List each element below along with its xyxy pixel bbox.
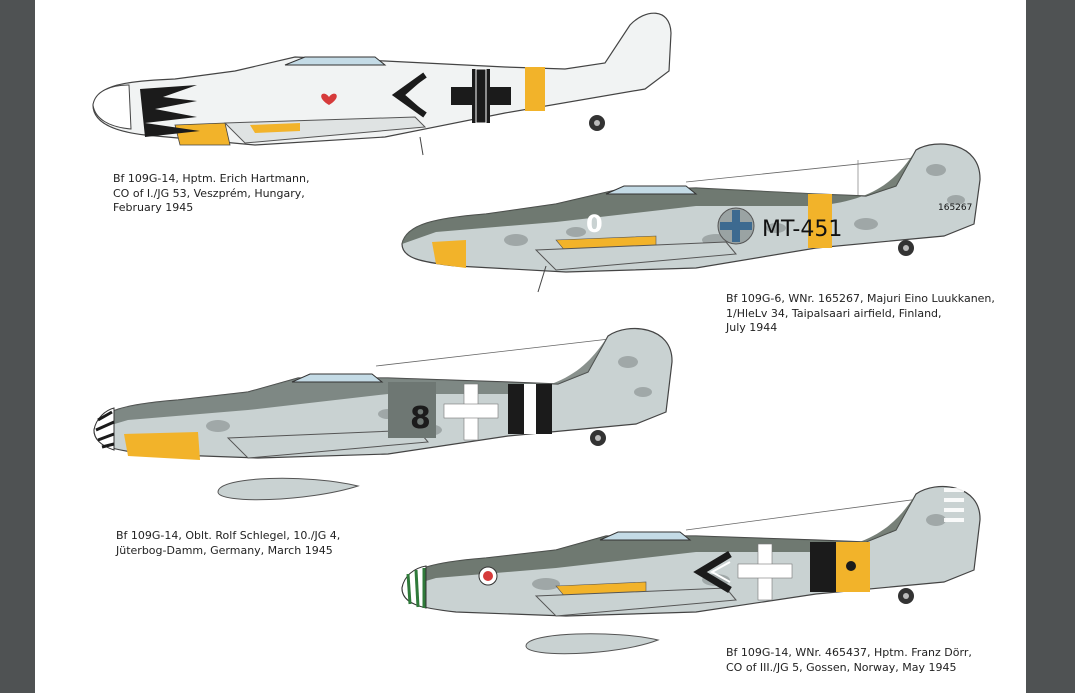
fuselage-code: MT-451	[762, 217, 842, 242]
aircraft-profile-luukkanen: 0 MT-451 165267	[401, 143, 981, 293]
caption-luukkanen: Bf 109G-6, WNr. 165267, Majuri Eino Luuk…	[726, 292, 995, 334]
caption-schlegel: Bf 109G-14, Oblt. Rolf Schlegel, 10./JG …	[116, 529, 341, 557]
caption-hartmann: Bf 109G-14, Hptm. Erich Hartmann, CO of …	[113, 172, 310, 214]
aircraft-profile-hartmann	[92, 12, 672, 156]
tail-serial: 165267	[938, 203, 972, 213]
fuselage-numeral: 0	[586, 210, 603, 238]
aircraft-profile-schlegel: 8	[93, 327, 673, 501]
aircraft-profile-dorr	[401, 485, 981, 655]
caption-dorr: Bf 109G-14, WNr. 465437, Hptm. Franz Dör…	[726, 646, 972, 674]
fuselage-numeral: 8	[410, 401, 431, 436]
